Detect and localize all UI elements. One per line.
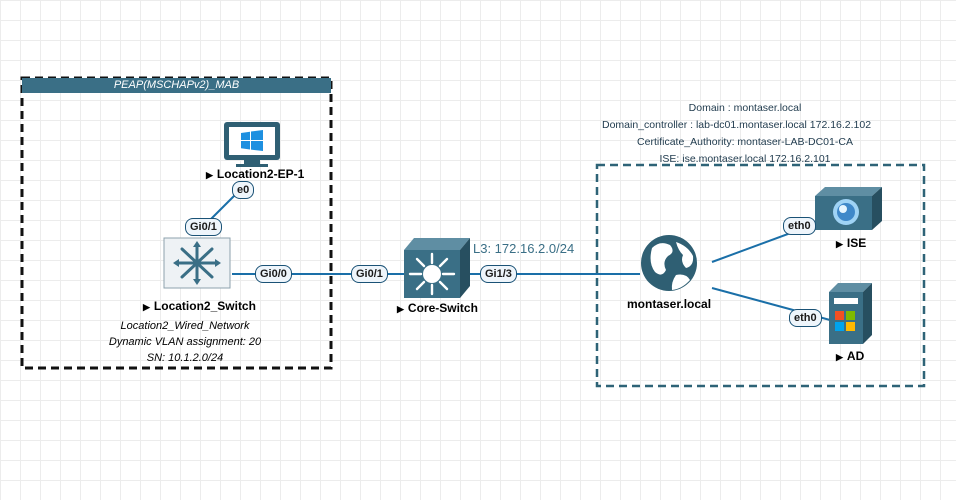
ad-name: AD xyxy=(846,349,865,363)
l2-switch-icon[interactable] xyxy=(163,237,231,289)
windows-server-icon[interactable] xyxy=(829,283,872,344)
left-group-title: PEAP(MSCHAPv2)_MAB xyxy=(113,79,240,91)
vlan-note: Dynamic VLAN assignment: 20 xyxy=(108,336,262,348)
core-label[interactable]: ▶Core-Switch xyxy=(397,301,478,315)
subnet-note: SN: 10.1.2.0/24 xyxy=(146,352,224,364)
link-label-l3: L3: 172.16.2.0/24 xyxy=(473,241,575,256)
ep-label[interactable]: ▶Location2-EP-1 xyxy=(206,167,304,181)
globe-icon[interactable] xyxy=(641,235,697,291)
cloud-name: montaser.local xyxy=(627,297,712,311)
domain-info-ca: Certificate_Authority: montaser-LAB-DC01… xyxy=(637,136,853,148)
switch-label[interactable]: ▶Location2_Switch xyxy=(143,299,256,313)
network-name-note: Location2_Wired_Network xyxy=(120,320,250,332)
cloud-label[interactable]: montaser.local xyxy=(627,297,711,311)
left-group-box xyxy=(20,76,333,370)
port-core-gi13[interactable]: Gi1/3 xyxy=(480,265,517,283)
play-icon: ▶ xyxy=(836,239,843,249)
port-switch-gi00[interactable]: Gi0/0 xyxy=(255,265,292,283)
left-group-header xyxy=(22,78,331,93)
domain-info-dc: Domain_controller : lab-dc01.montaser.lo… xyxy=(602,119,872,131)
windows-pc-icon[interactable] xyxy=(224,122,280,167)
port-ep-e0[interactable]: e0 xyxy=(232,181,255,199)
ad-label[interactable]: ▶AD xyxy=(836,349,864,363)
ise-server-icon[interactable] xyxy=(815,187,882,230)
right-group-box xyxy=(595,163,926,388)
ise-label[interactable]: ▶ISE xyxy=(836,236,866,250)
ise-name: ISE xyxy=(846,236,867,250)
port-core-gi01[interactable]: Gi0/1 xyxy=(351,265,388,283)
play-icon: ▶ xyxy=(836,352,843,362)
l3-switch-icon[interactable] xyxy=(404,238,470,298)
domain-info-domain: Domain : montaser.local xyxy=(688,102,802,114)
ep-name: Location2-EP-1 xyxy=(216,167,305,181)
domain-info-ise: ISE: ise.montaser.local 172.16.2.101 xyxy=(659,153,831,165)
switch-name: Location2_Switch xyxy=(153,299,256,313)
play-icon: ▶ xyxy=(397,304,404,314)
port-ad-eth0[interactable]: eth0 xyxy=(789,309,822,327)
core-name: Core-Switch xyxy=(407,301,478,315)
play-icon: ▶ xyxy=(143,302,150,312)
play-icon: ▶ xyxy=(206,170,213,180)
port-ise-eth0[interactable]: eth0 xyxy=(783,217,816,235)
port-switch-gi01[interactable]: Gi0/1 xyxy=(185,218,222,236)
